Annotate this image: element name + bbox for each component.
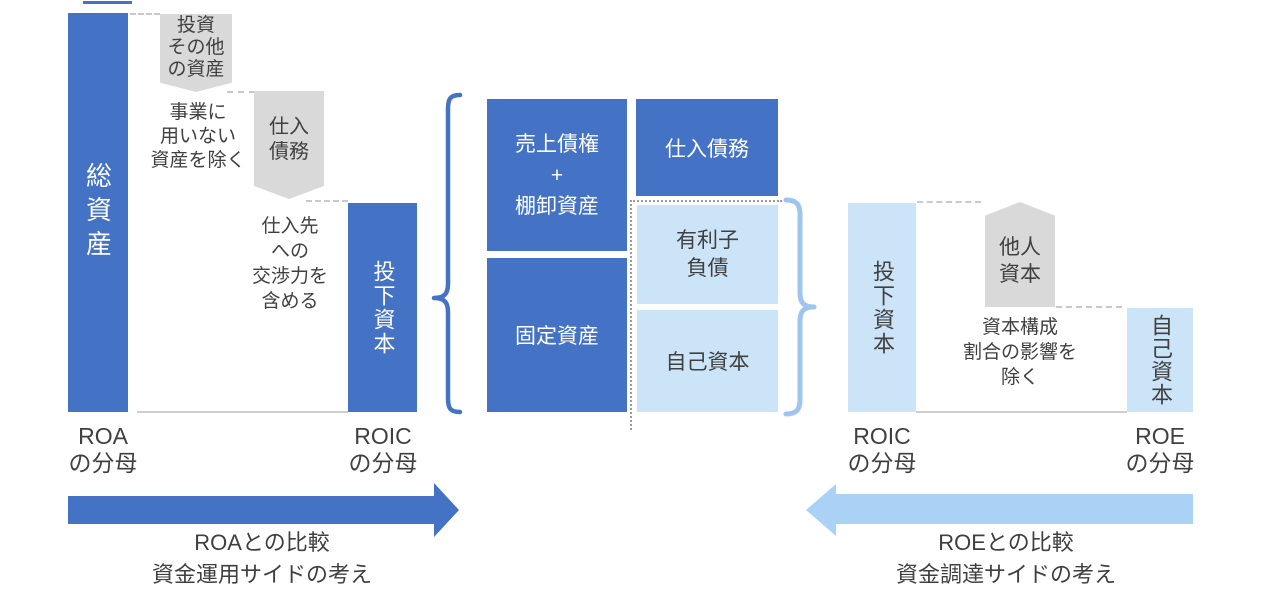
connector-dash-4	[917, 201, 981, 203]
left-group-brace	[431, 92, 463, 415]
exclude-nonbusiness-assets-note: 事業に 用いない 資産を除く	[150, 102, 246, 171]
capital-structure-note: 資本構成 割合の影響を 除く	[962, 317, 1077, 388]
equity-bar-right: 自己資本	[1127, 308, 1193, 412]
roic-denominator-label-left: ROIC の分母	[348, 423, 418, 476]
roic-denominator-label-right: ROIC の分母	[847, 423, 917, 476]
total-assets-bar: 総資産	[68, 13, 128, 412]
clipped-top-line	[83, 1, 132, 4]
dotted-border-left	[630, 200, 632, 430]
investments-other-assets-callout: 投資 その他 の資産	[160, 14, 232, 92]
connector-dash-3	[306, 200, 348, 202]
right-group-brace	[783, 197, 817, 417]
connector-dash-1	[130, 13, 160, 15]
connector-dash-2	[227, 91, 255, 93]
baseline-left	[137, 411, 348, 413]
invested-capital-bar-right: 投下資本	[848, 203, 916, 412]
interest-bearing-debt-box: 有利子 負債	[637, 205, 778, 304]
roe-denominator-label: ROE の分母	[1125, 423, 1195, 476]
trade-receivables-inventory-box: 売上債権 + 棚卸資産	[487, 99, 627, 251]
roe-comparison-caption: ROEとの比較 資金調達サイドの考え	[895, 530, 1116, 587]
roa-comparison-caption: ROAとの比較 資金運用サイドの考え	[151, 530, 372, 587]
other-capital-callout: 他人 資本	[985, 202, 1055, 307]
baseline-right	[916, 411, 1127, 413]
trade-payables-callout: 仕入 債務	[254, 91, 324, 199]
dotted-border-top	[630, 200, 782, 202]
trade-payables-box: 仕入債務	[636, 99, 778, 196]
roa-denominator-label: ROA の分母	[68, 423, 138, 476]
fixed-assets-box: 固定資産	[487, 258, 627, 412]
connector-dash-5	[1056, 306, 1122, 308]
supplier-bargaining-note: 仕入先 への 交渉力を 含める	[251, 216, 328, 312]
invested-capital-bar-left: 投下資本	[348, 203, 417, 412]
equity-box-center: 自己資本	[637, 310, 778, 412]
